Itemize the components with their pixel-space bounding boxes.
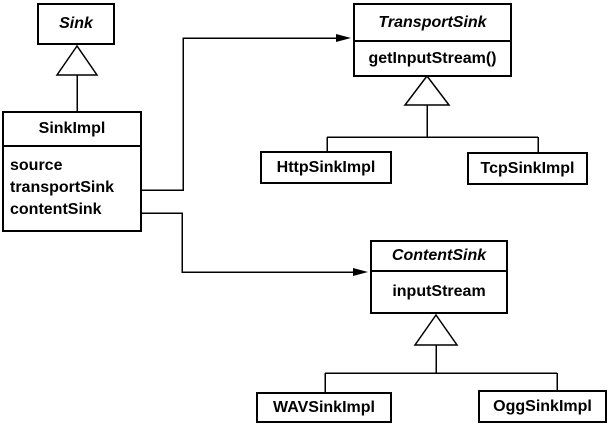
hollow-triangle-icon — [403, 74, 451, 106]
class-name: TransportSink — [355, 5, 510, 42]
class-box-transportsink: TransportSink getInputStream() — [353, 3, 512, 77]
class-name: SinkImpl — [4, 113, 140, 147]
generalization-http-tcp-transportsink — [326, 74, 539, 152]
generalization-sinkimpl-sink — [55, 44, 99, 111]
operation-getinputstream: getInputStream() — [368, 49, 497, 67]
attribute-contentsink: contentSink — [10, 201, 102, 218]
hollow-triangle-icon — [55, 44, 99, 76]
class-name: WAVSinkImpl — [273, 398, 375, 416]
class-name: Sink — [59, 15, 93, 32]
association-contentsink — [140, 212, 368, 276]
attribute-inputstream: inputStream — [392, 283, 486, 300]
generalization-wav-ogg-contentsink — [324, 313, 558, 392]
attribute-source: source — [10, 157, 63, 174]
class-box-sink: Sink — [37, 3, 115, 45]
hollow-triangle-icon — [413, 313, 459, 346]
class-box-sinkimpl: SinkImpl source transportSink contentSin… — [2, 111, 142, 232]
association-transportsink — [140, 34, 351, 191]
attribute-compartment: source transportSink contentSink — [4, 147, 140, 221]
class-box-wavsinkimpl: WAVSinkImpl — [256, 392, 392, 423]
class-name: ContentSink — [372, 242, 506, 272]
class-box-httpsinkimpl: HttpSinkImpl — [260, 151, 392, 184]
class-box-tcpsinkimpl: TcpSinkImpl — [467, 152, 588, 185]
class-box-contentsink: ContentSink inputStream — [370, 240, 508, 314]
class-name: HttpSinkImpl — [276, 158, 376, 176]
class-box-oggsinkimpl: OggSinkImpl — [478, 390, 607, 423]
filled-arrowhead-icon — [336, 34, 351, 42]
attribute-transportsink: transportSink — [10, 179, 115, 196]
class-name: OggSinkImpl — [493, 397, 592, 415]
filled-arrowhead-icon — [353, 268, 368, 276]
class-name: TcpSinkImpl — [480, 159, 575, 177]
